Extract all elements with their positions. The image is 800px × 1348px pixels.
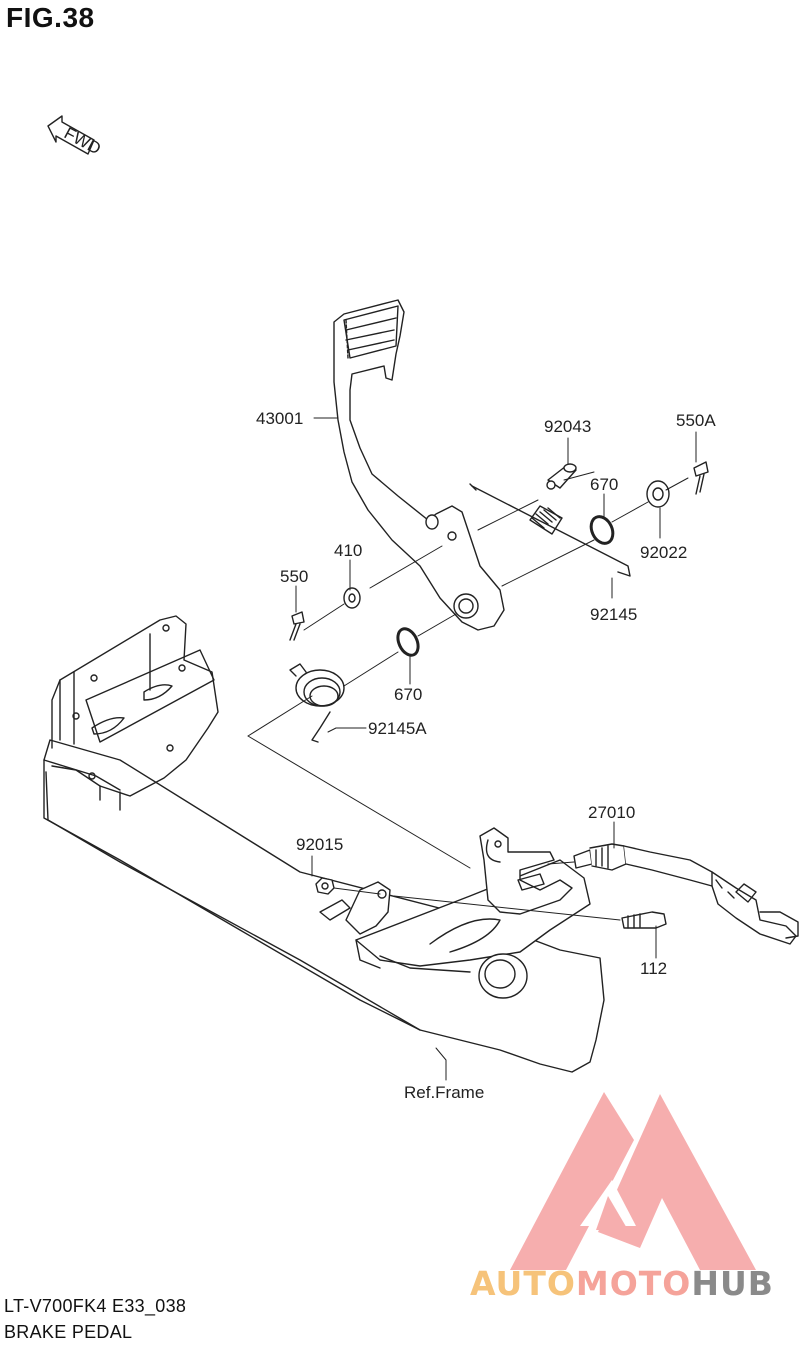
label-leaders <box>295 417 697 1081</box>
label-ref-frame: Ref.Frame <box>404 1083 484 1102</box>
footer-model-code: LT-V700FK4 E33_038 <box>4 1296 187 1316</box>
o-ring-upper <box>589 515 615 545</box>
label-43001: 43001 <box>256 409 303 428</box>
nut-92015 <box>315 877 381 895</box>
label-112: 112 <box>640 959 667 978</box>
label-670-lower: 670 <box>394 685 422 704</box>
fwd-arrow-icon: FWD <box>47 115 104 158</box>
label-92015: 92015 <box>296 835 343 854</box>
watermark-moto: MOTO <box>575 1264 692 1303</box>
label-27010: 27010 <box>588 803 635 822</box>
pin-92043 <box>546 463 577 490</box>
o-ring-lower <box>396 627 420 657</box>
frame-body <box>43 615 605 1073</box>
cotter-pin-550 <box>289 611 305 641</box>
watermark-text: AUTOMOTOHUB <box>470 1264 774 1303</box>
label-92145a: 92145A <box>368 719 427 738</box>
brake-pedal-arm <box>333 299 505 631</box>
cotter-pin-550a <box>693 461 709 495</box>
spring-92145a <box>289 663 345 743</box>
label-92145: 92145 <box>590 605 637 624</box>
watermark-hub: HUB <box>691 1264 774 1303</box>
washer-410 <box>343 587 361 609</box>
assembly-lines-pedal <box>247 471 689 869</box>
brake-switch-27010 <box>547 843 799 945</box>
watermark-logo-icon <box>510 1092 756 1270</box>
label-410: 410 <box>334 541 362 560</box>
label-550: 550 <box>280 567 308 586</box>
spring-92145 <box>469 483 631 577</box>
label-670-upper: 670 <box>590 475 618 494</box>
fwd-label: FWD <box>61 123 104 158</box>
footer-figure-name: BRAKE PEDAL <box>4 1322 133 1342</box>
watermark-auto: AUTO <box>470 1264 576 1303</box>
label-92022: 92022 <box>640 543 687 562</box>
label-92043: 92043 <box>544 417 591 436</box>
bolt-112 <box>393 895 667 929</box>
label-550a: 550A <box>676 411 716 430</box>
figure-title: FIG.38 <box>6 2 95 33</box>
washer-92022 <box>646 480 670 508</box>
